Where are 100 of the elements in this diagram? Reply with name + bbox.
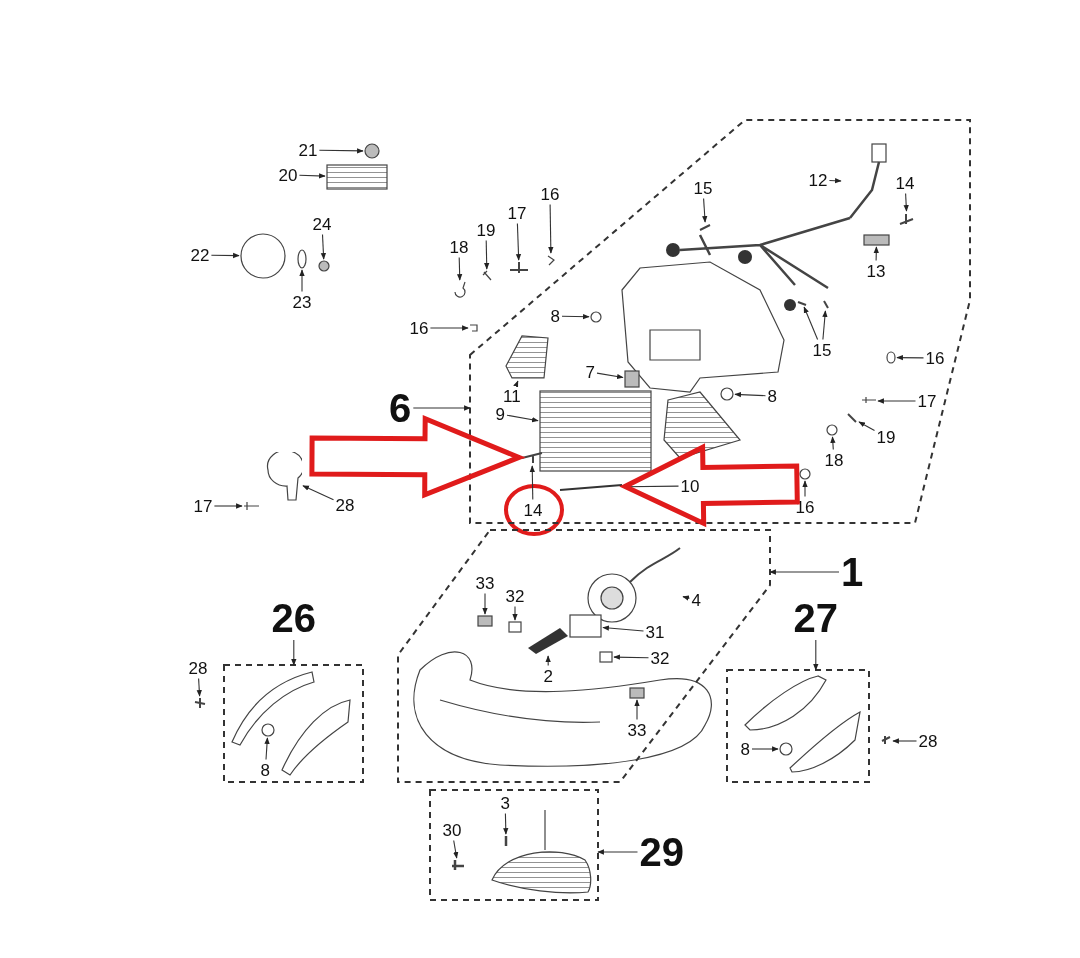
leader-line <box>634 699 640 721</box>
o-ring-drawing <box>297 249 307 269</box>
grille-drawing <box>539 390 652 472</box>
leader-line <box>813 639 819 671</box>
leader-line <box>291 639 297 666</box>
bolt-drawing <box>509 261 529 273</box>
leader-line <box>302 485 335 501</box>
callout-number: 18 <box>824 451 844 469</box>
leader-line <box>702 197 708 223</box>
leader-line <box>597 849 639 855</box>
callout-number: 10 <box>680 477 700 495</box>
leader-line <box>822 310 828 341</box>
callout-number: 30 <box>442 821 462 839</box>
leader-line <box>828 178 842 184</box>
callout-number: 9 <box>495 405 505 423</box>
leader-line <box>318 148 364 154</box>
bracket-drawing <box>569 614 602 638</box>
screw-drawing <box>880 735 892 747</box>
callout-number: 31 <box>645 623 665 641</box>
dashed-group-outline <box>398 530 770 782</box>
leader-line <box>457 256 463 281</box>
callout-number: 28 <box>335 496 355 514</box>
leader-line <box>858 421 876 432</box>
leader-line <box>896 355 925 361</box>
callout-number: 7 <box>585 363 595 381</box>
callout-number: 16 <box>409 319 429 337</box>
screw-drawing <box>193 697 207 710</box>
screw-drawing <box>520 450 544 465</box>
nut-drawing <box>599 651 613 663</box>
leader-line <box>596 372 624 380</box>
dashed-group-outline <box>727 670 869 782</box>
leader-line <box>877 398 917 404</box>
mesh-grille-drawing <box>240 233 286 279</box>
leader-line <box>213 503 243 509</box>
leader-line <box>429 325 469 331</box>
screw-drawing <box>861 396 877 406</box>
group-number: 27 <box>793 598 838 638</box>
leader-line <box>903 192 909 212</box>
block-arrow <box>619 443 800 528</box>
clip-drawing <box>477 615 493 627</box>
group-number: 29 <box>639 832 684 872</box>
leader-line <box>548 203 554 254</box>
callout-number: 32 <box>650 649 670 667</box>
screw-drawing <box>899 212 915 226</box>
group-number: 6 <box>389 388 412 428</box>
callout-number: 3 <box>500 794 510 812</box>
dashed-group-outline <box>224 665 363 782</box>
leader-line <box>484 239 490 270</box>
bulb-holder-drawing <box>624 370 640 388</box>
leader-line <box>512 605 518 621</box>
group-number: 26 <box>271 598 316 638</box>
callout-number: 24 <box>312 215 332 233</box>
cap-nut-drawing <box>364 143 380 159</box>
screw-drawing <box>481 270 493 282</box>
bulb-drawing <box>527 627 569 655</box>
bulb-drawing <box>590 311 602 323</box>
callout-number: 8 <box>260 761 270 779</box>
callout-number: 22 <box>190 246 210 264</box>
clip-drawing <box>629 687 645 699</box>
leader-line <box>513 380 519 388</box>
leader-line <box>320 233 327 260</box>
leader-line <box>545 655 551 667</box>
callout-number: 16 <box>795 498 815 516</box>
callout-number: 14 <box>895 174 915 192</box>
leader-line <box>503 812 509 835</box>
leader-line <box>873 246 879 262</box>
clip-drawing <box>469 323 479 333</box>
leader-line <box>529 465 535 501</box>
leader-line <box>210 252 240 259</box>
leader-line <box>613 654 650 660</box>
screw-drawing <box>796 298 808 306</box>
screw-drawing <box>822 299 830 310</box>
callout-number: 13 <box>866 262 886 280</box>
callout-number: 16 <box>925 349 945 367</box>
callout-number: 33 <box>627 721 647 739</box>
callout-number: 8 <box>767 387 777 405</box>
clip-drawing <box>886 351 896 364</box>
callout-number: 2 <box>543 667 553 685</box>
callout-number: 21 <box>298 141 318 159</box>
leader-line <box>196 677 202 697</box>
leader-line <box>412 405 471 411</box>
callout-number: 15 <box>812 341 832 359</box>
leader-line <box>561 314 590 320</box>
horn-drawing <box>587 544 682 624</box>
nut-drawing <box>318 260 330 272</box>
leader-line <box>892 738 918 744</box>
reflector-drawing <box>326 164 388 190</box>
callout-number: 19 <box>476 221 496 239</box>
bulb-drawing <box>261 723 275 737</box>
clip-drawing <box>863 234 890 246</box>
nut-drawing <box>508 621 522 633</box>
cable-drawing <box>558 481 624 493</box>
block-arrow <box>309 415 526 499</box>
leader-line <box>769 569 840 575</box>
bulb-drawing <box>779 742 793 756</box>
clip-drawing <box>452 281 468 299</box>
callout-number: 23 <box>292 293 312 311</box>
callout-number: 18 <box>449 238 469 256</box>
callout-number: 8 <box>740 740 750 758</box>
callout-number: 16 <box>540 185 560 203</box>
